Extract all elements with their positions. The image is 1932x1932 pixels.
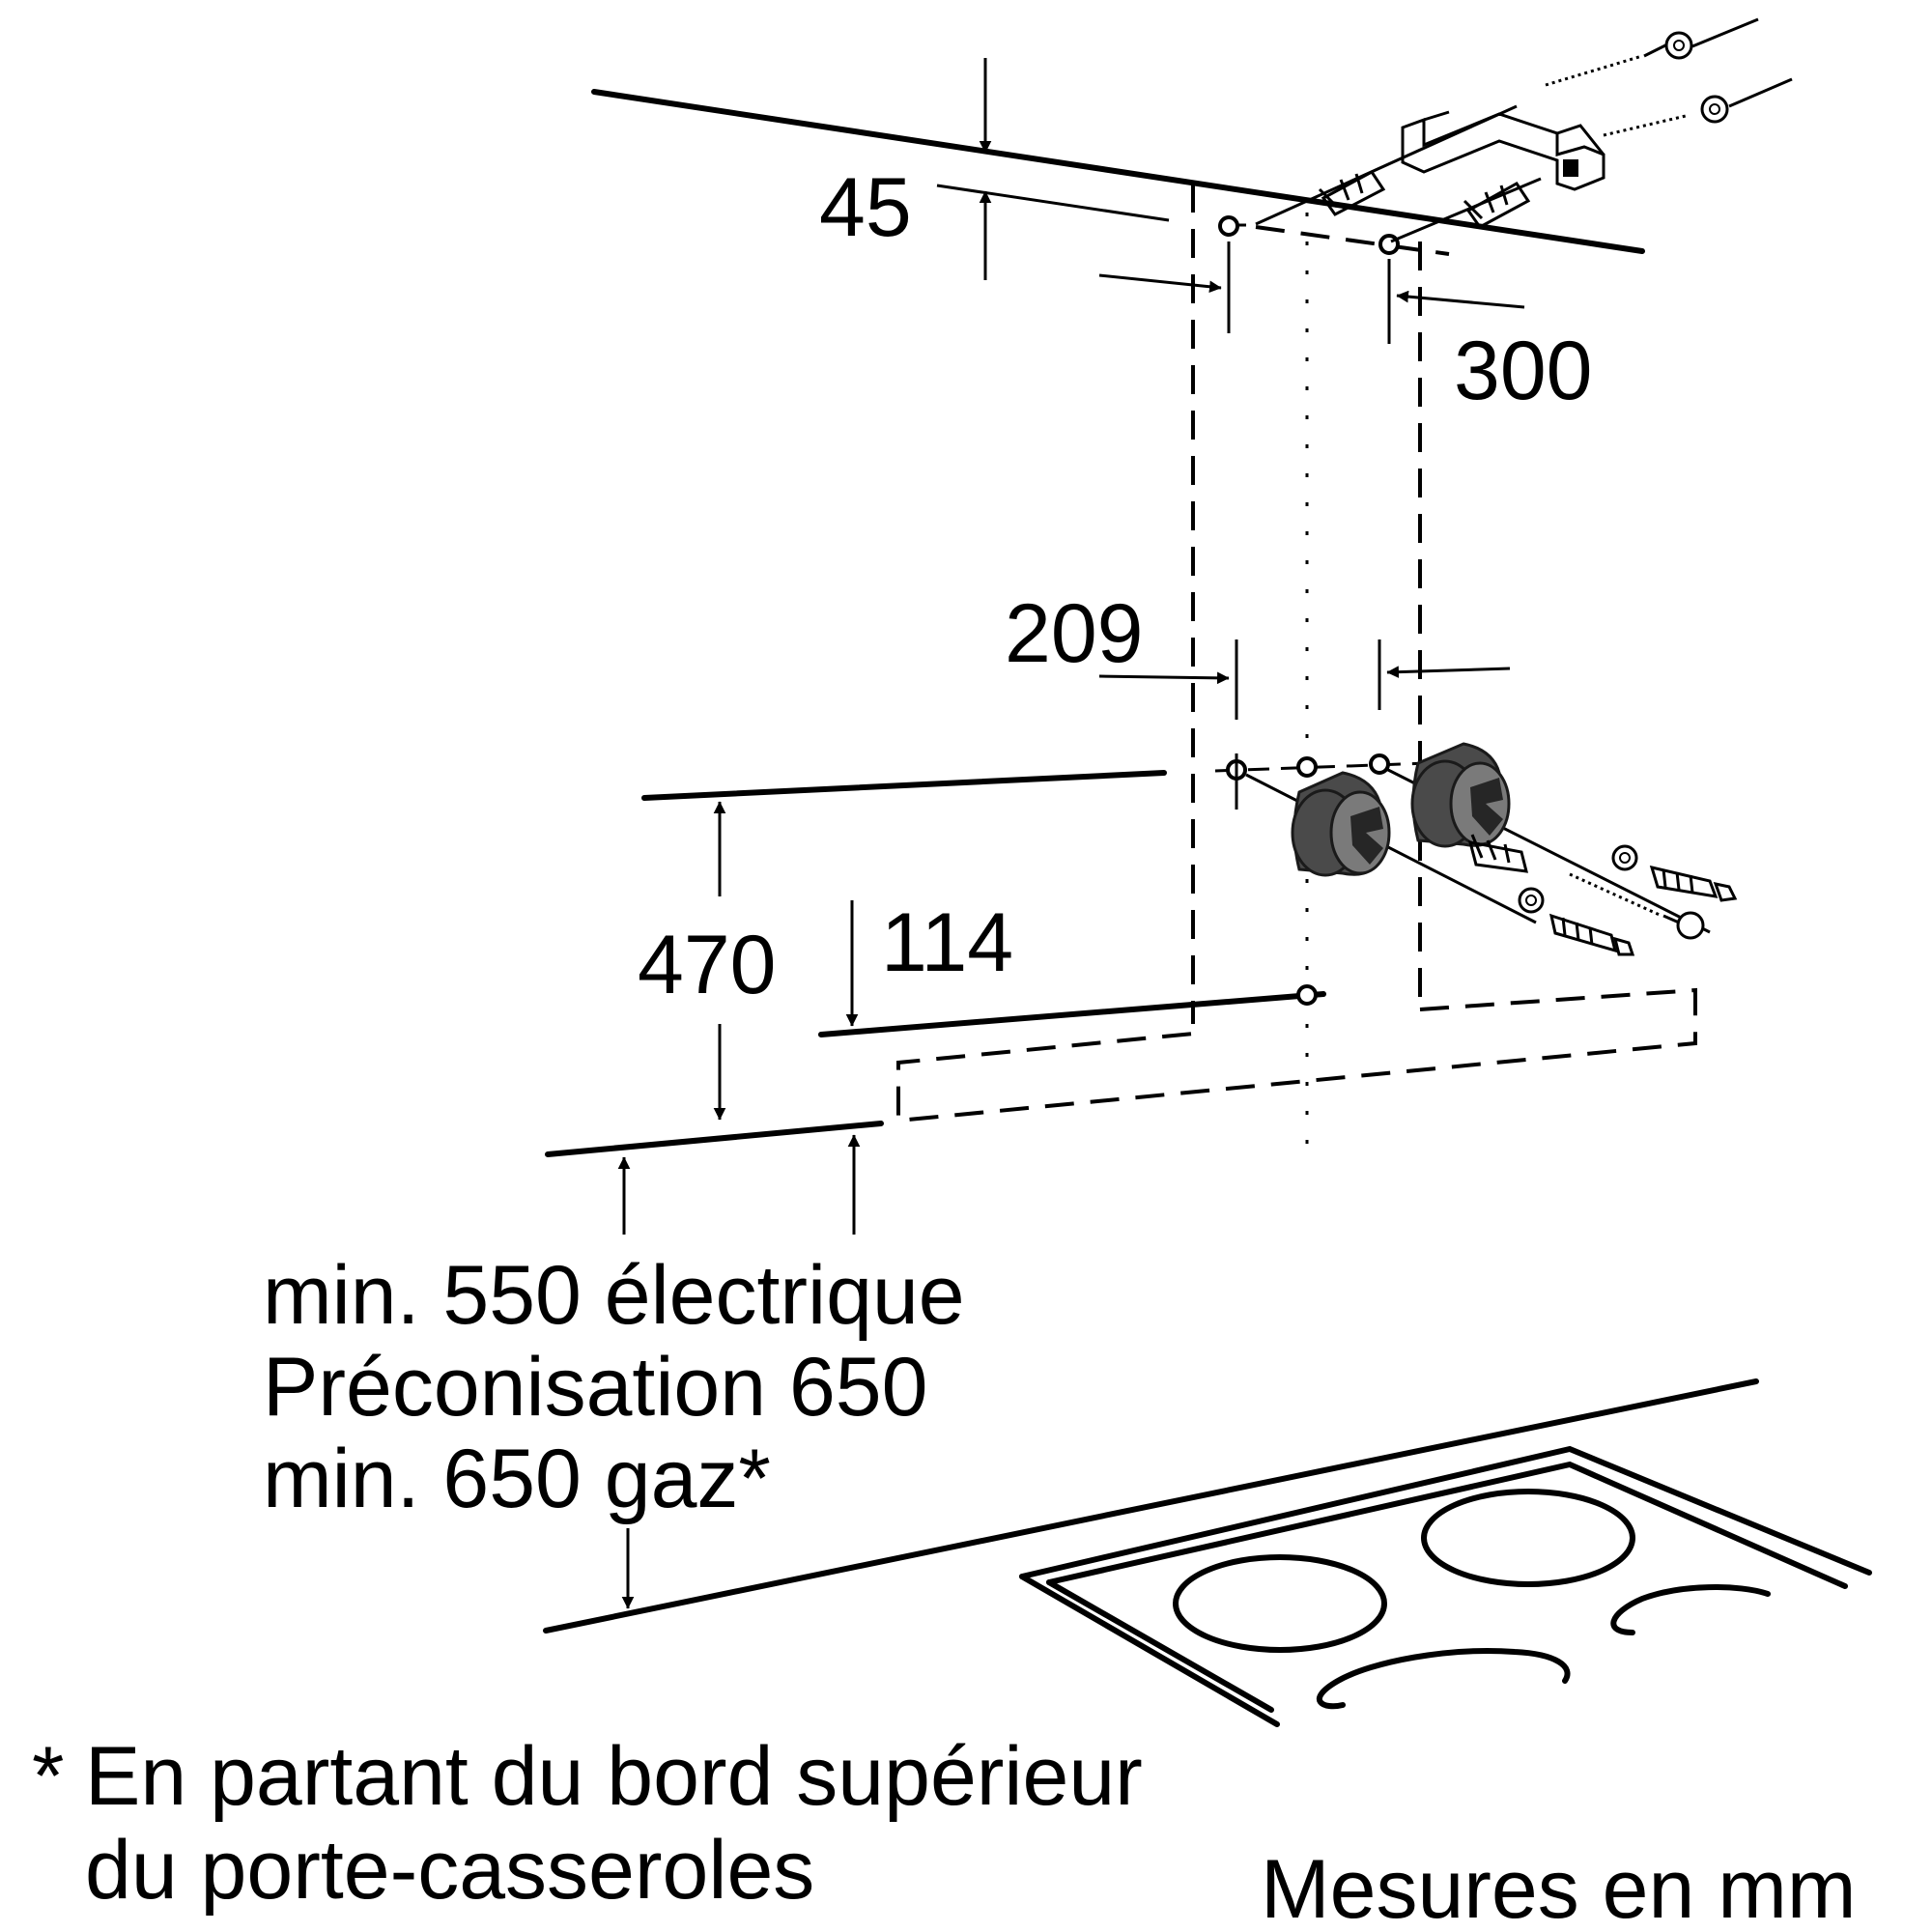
screw-icon (1649, 865, 1738, 902)
dimension-300-label: 300 (1454, 325, 1593, 417)
hob-burner (1316, 1648, 1571, 1710)
lower-hole-right (1369, 753, 1390, 775)
dimension-45-label: 45 (819, 161, 912, 254)
dimension-209-label: 209 (1005, 587, 1144, 680)
ceiling-screws (1545, 17, 1793, 137)
clearance-note: min. 550 électrique Préconisation 650 mi… (263, 1249, 965, 1525)
bottom-hole (1296, 984, 1318, 1006)
wall-plug-icon (1318, 170, 1386, 216)
worktop-line (543, 1378, 1759, 1634)
clearance-line-1: min. 550 électrique (263, 1249, 965, 1342)
wall-plug-icon (1410, 742, 1511, 848)
lower-hole-centre (1296, 756, 1318, 778)
screw-icon (1569, 872, 1705, 940)
footnote: * En partant du bord supérieur du porte-… (32, 1730, 1143, 1917)
hob-burner (1173, 1554, 1387, 1653)
footnote-marker: * (32, 1730, 64, 1823)
hood-bottom-reference (545, 1121, 884, 1235)
wall-plug-icon (1463, 182, 1531, 229)
dimension-114-label: 114 (881, 896, 1013, 989)
washer-icon (1664, 31, 1693, 60)
screw-icon (1548, 913, 1635, 956)
hob-burner (1610, 1584, 1771, 1635)
footnote-line-2: du porte-casseroles (85, 1824, 814, 1917)
dimension-114: 114 (818, 896, 1326, 1037)
dimension-470-label: 470 (638, 919, 777, 1011)
dimension-470: 470 (638, 770, 1167, 1121)
wall-plug-icon (1467, 834, 1528, 873)
ceiling-line (591, 89, 1645, 254)
clearance-line-3: min. 650 gaz* (263, 1433, 771, 1525)
footnote-line-1: En partant du bord supérieur (85, 1730, 1143, 1823)
washer-icon (1700, 95, 1729, 124)
units-note: Mesures en mm (1261, 1843, 1857, 1932)
washer-icon (1518, 887, 1545, 914)
hob-icon (1019, 1445, 1872, 1727)
lower-fixings (1245, 742, 1738, 956)
clearance-line-2: Préconisation 650 (263, 1341, 927, 1434)
dimension-45: 45 (819, 58, 1170, 280)
upper-hole-left (1218, 215, 1239, 237)
ceiling-plugs (1255, 104, 1542, 243)
washer-icon (1611, 844, 1638, 871)
mounting-bracket-icon (1401, 110, 1605, 191)
hob-burner (1421, 1489, 1635, 1587)
wall-plug-icon (1291, 771, 1391, 877)
lower-holes: 209 (1005, 587, 1511, 810)
chimney-outline (896, 184, 1697, 1123)
upper-holes: 300 (1098, 215, 1593, 417)
